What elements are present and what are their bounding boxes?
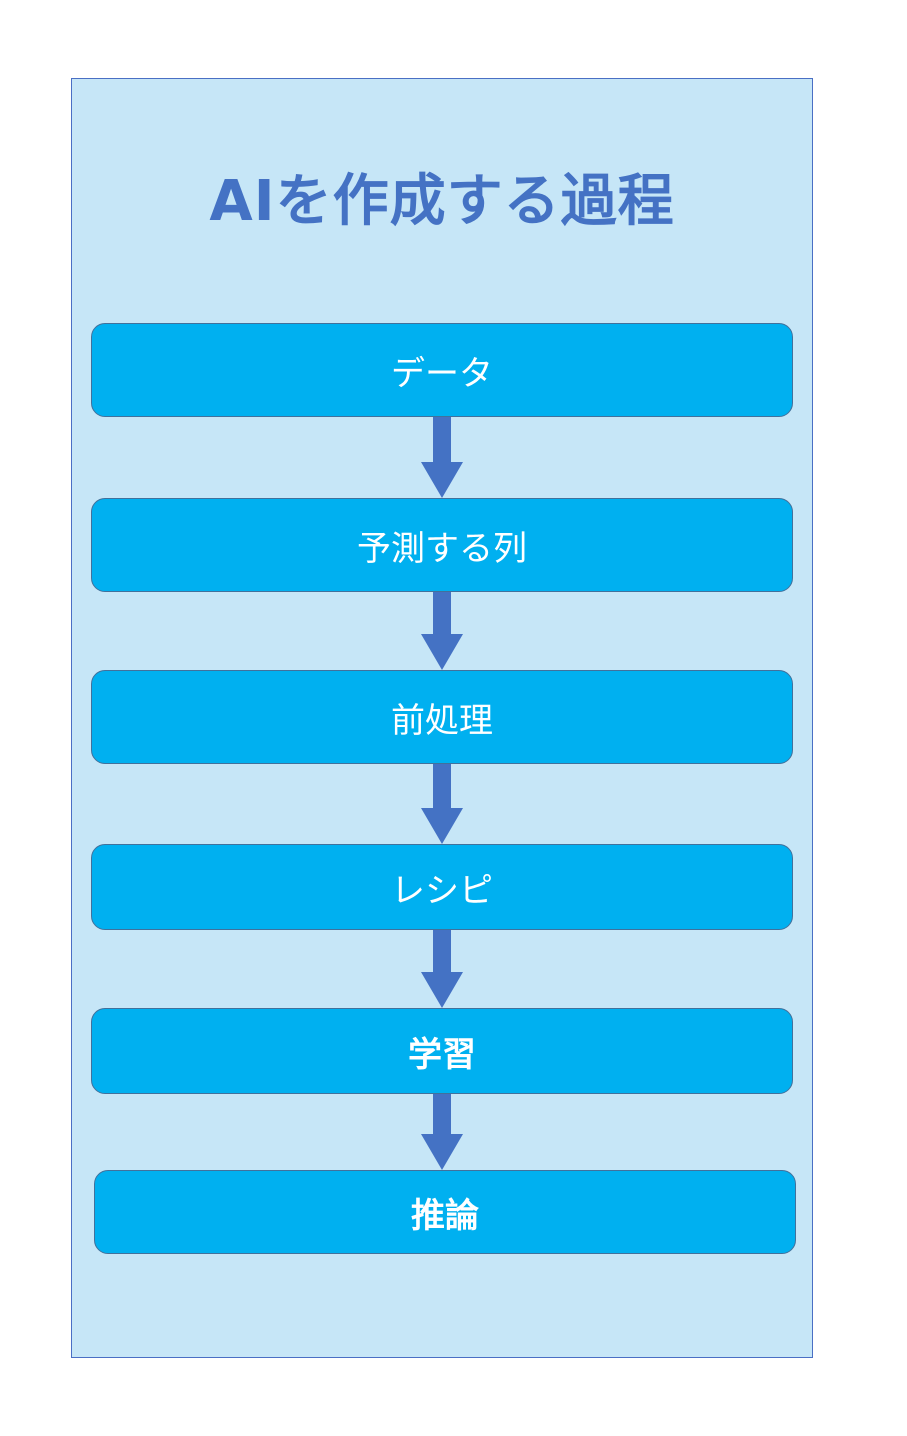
arrow-down-icon <box>421 764 463 844</box>
diagram-title: AIを作成する過程 <box>209 169 675 234</box>
step-box-training: 学習 <box>91 1008 793 1094</box>
arrow-down-icon <box>421 417 463 498</box>
step-box-target-column: 予測する列 <box>91 498 793 592</box>
arrow-down-icon <box>421 1094 463 1170</box>
arrow-down-icon <box>421 930 463 1008</box>
step-box-data: データ <box>91 323 793 417</box>
step-box-preprocessing: 前処理 <box>91 670 793 764</box>
step-box-recipe: レシピ <box>91 844 793 930</box>
arrow-down-icon <box>421 592 463 670</box>
step-box-inference: 推論 <box>94 1170 796 1254</box>
